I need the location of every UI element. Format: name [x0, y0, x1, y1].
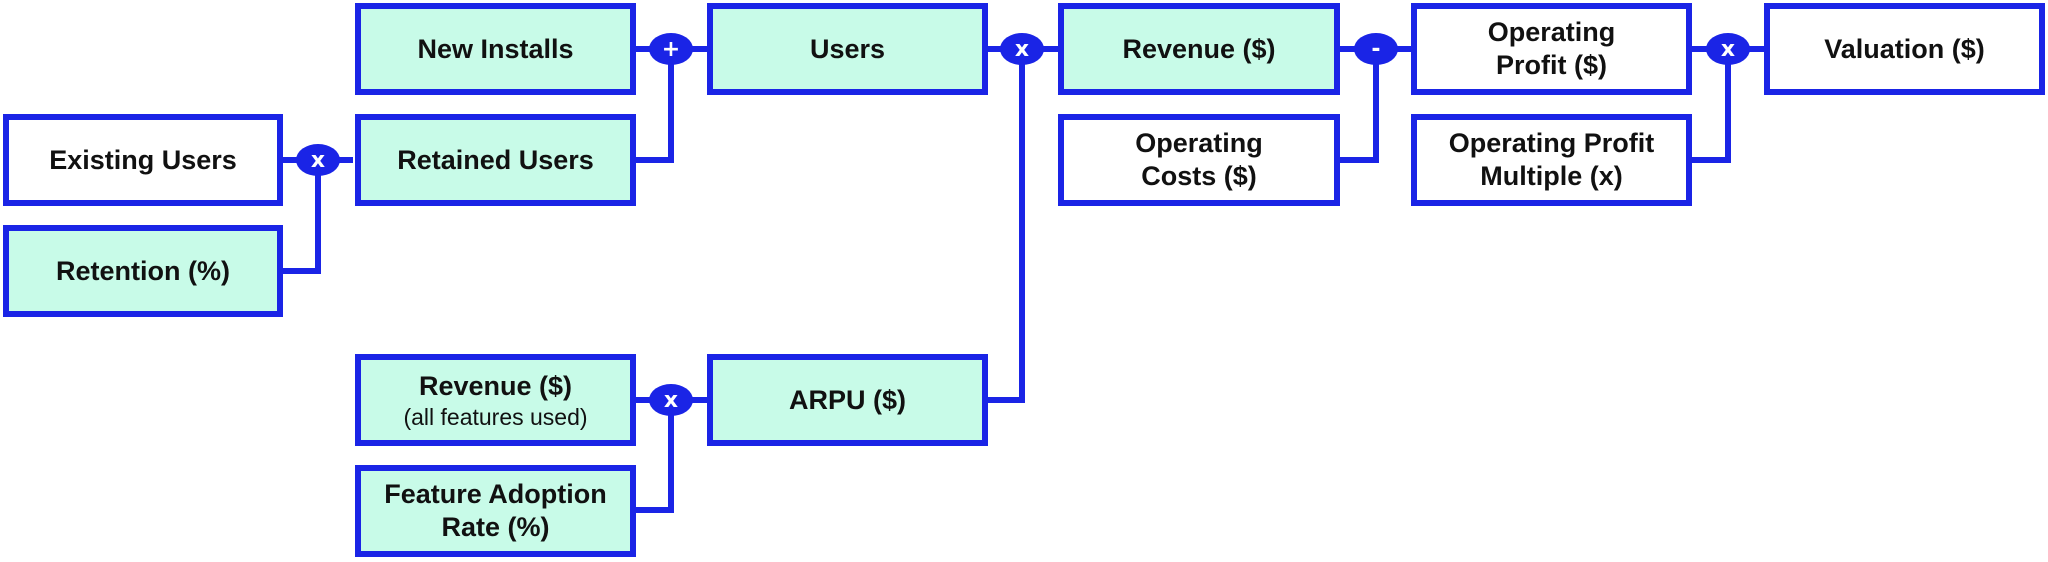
operating-profit-label: Operating Profit ($) — [1487, 17, 1616, 80]
retention-box: Retention (%) — [3, 225, 283, 317]
valuation-box: Valuation ($) — [1764, 3, 2045, 95]
retained-users-label: Retained Users — [397, 144, 594, 175]
subtract-operator-profit: - — [1354, 33, 1398, 65]
revenue-box: Revenue ($) — [1058, 3, 1340, 95]
users-box: Users — [707, 3, 988, 95]
operating-costs-label: Operating Costs ($) — [1135, 128, 1263, 191]
operating-profit-multiple-box: Operating Profit Multiple (x) — [1411, 114, 1692, 206]
retention-label: Retention (%) — [56, 255, 230, 286]
new-installs-box: New Installs — [355, 3, 636, 95]
multiply-operator-arpu: x — [649, 384, 693, 416]
existing-users-label: Existing Users — [49, 144, 237, 175]
multiply-operator-revenue: x — [1000, 33, 1044, 65]
retained-users-box: Retained Users — [355, 114, 636, 206]
valuation-label: Valuation ($) — [1824, 33, 1985, 64]
users-label: Users — [809, 33, 886, 64]
arpu-label: ARPU ($) — [788, 384, 906, 415]
multiply-operator-retention: x — [296, 144, 340, 176]
revenue-all-features-box: Revenue ($) (all features used) — [355, 354, 636, 446]
feature-adoption-label: Feature Adoption Rate (%) — [384, 479, 607, 542]
multiply-operator-valuation: x — [1706, 33, 1750, 65]
revenue-all-features-sublabel: (all features used) — [403, 403, 588, 430]
operating-profit-box: Operating Profit ($) — [1411, 3, 1692, 95]
feature-adoption-box: Feature Adoption Rate (%) — [355, 465, 636, 557]
operating-profit-multiple-label: Operating Profit Multiple (x) — [1448, 128, 1655, 191]
existing-users-box: Existing Users — [3, 114, 283, 206]
new-installs-label: New Installs — [417, 33, 574, 64]
revenue-label: Revenue ($) — [1122, 33, 1276, 64]
add-operator-users: + — [649, 33, 693, 65]
revenue-all-features-label: Revenue ($) — [418, 370, 573, 401]
operating-costs-box: Operating Costs ($) — [1058, 114, 1340, 206]
arpu-box: ARPU ($) — [707, 354, 988, 446]
